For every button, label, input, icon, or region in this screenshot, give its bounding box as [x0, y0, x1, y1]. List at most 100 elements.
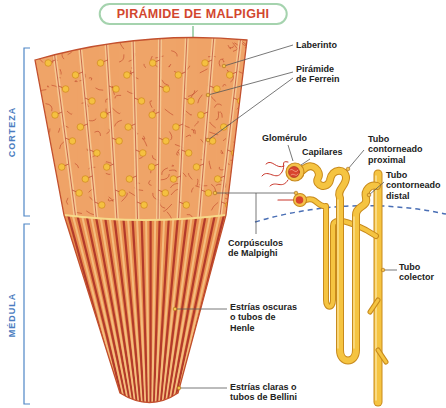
- malpighi-corpuscle: [231, 150, 238, 157]
- capillary-squiggle: [219, 112, 222, 118]
- cortex-medulla-boundary: [255, 206, 446, 222]
- capillary-squiggle: [231, 189, 235, 192]
- ferrein-ray-line: [158, 35, 160, 220]
- dark-stria: [150, 212, 152, 408]
- capillary-squiggle: [115, 120, 122, 126]
- malpighi-corpuscle: [173, 124, 180, 131]
- capillary-squiggle: [72, 42, 78, 44]
- capillary-squiggle: [68, 52, 72, 55]
- ferrein-ray-line: [179, 35, 188, 220]
- capillary-squiggle: [31, 199, 35, 204]
- malpighi-corpuscle: [141, 202, 148, 209]
- capillary-squiggle: [66, 198, 68, 205]
- malpighi-corpuscle: [62, 86, 69, 93]
- malpighi-corpuscle: [149, 112, 156, 119]
- capillary-squiggle: [48, 86, 49, 88]
- medulla-stripes: [58, 212, 234, 408]
- dark-stria: [180, 212, 234, 408]
- capillary-squiggle: [119, 54, 124, 62]
- capillary-squiggle: [152, 155, 156, 160]
- leader-line: [383, 270, 397, 271]
- bowman-capsule: [286, 163, 304, 181]
- malpighi-corpuscle: [138, 98, 145, 105]
- malpighi-corpuscle: [214, 176, 221, 183]
- leader-line: [208, 78, 293, 140]
- capillary-squiggle: [66, 45, 68, 47]
- capillary-squiggle: [106, 173, 111, 174]
- capillary-squiggle: [240, 137, 242, 142]
- malpighi-corpuscle: [188, 98, 195, 105]
- capillary-network: [262, 162, 288, 186]
- capillary-squiggle: [183, 173, 187, 177]
- capillary-squiggle: [233, 157, 239, 164]
- capillary-squiggle: [223, 84, 226, 86]
- malpighi-corpuscle: [94, 150, 101, 157]
- leader-line: [288, 145, 293, 161]
- capillary-squiggle: [242, 41, 249, 45]
- capillary-squiggle: [169, 64, 171, 67]
- malpighi-corpuscle: [162, 190, 169, 197]
- cortex-fill: [35, 38, 247, 221]
- capillary-squiggle: [171, 189, 179, 195]
- capillary-squiggle: [210, 122, 216, 128]
- capillary-squiggle: [29, 138, 38, 140]
- capillary-squiggle: [46, 176, 50, 181]
- malpighi-corpuscle: [72, 72, 79, 79]
- leader-lines: [175, 45, 397, 388]
- capillary-squiggle: [194, 121, 198, 126]
- part-label: Glomérulo: [262, 133, 307, 143]
- capillary-squiggle: [75, 163, 79, 168]
- malpighi-corpuscle: [124, 72, 131, 79]
- capillary-squiggle: [46, 104, 53, 112]
- capillary-squiggle: [245, 93, 249, 101]
- part-label: Pirámide de Ferrein: [296, 64, 343, 85]
- capillary-squiggle: [225, 193, 234, 201]
- leader-line: [208, 72, 293, 95]
- capillary-squiggle: [150, 101, 152, 108]
- capillary-squiggle: [234, 162, 238, 165]
- leader-line: [369, 182, 384, 195]
- ferrein-ray: [106, 35, 117, 220]
- ferrein-ray: [133, 35, 138, 220]
- malpighi-corpuscle: [183, 202, 190, 209]
- malpighi-corpuscle: [82, 176, 89, 183]
- malpighi-corpuscle: [89, 98, 96, 105]
- capillary-squiggle: [233, 43, 238, 49]
- malpighi-corpuscle: [125, 124, 132, 131]
- malpighi-corpuscle: [193, 164, 200, 171]
- capillary-squiggle: [35, 180, 42, 188]
- capillary-squiggle: [230, 160, 236, 162]
- malpighi-corpuscle: [116, 138, 123, 145]
- capillary-squiggle: [214, 104, 221, 108]
- nephron: [262, 162, 386, 402]
- region-label: MÉDULA: [7, 293, 17, 338]
- main-nephron-tube: [303, 166, 377, 360]
- ferrein-ray-line: [52, 35, 76, 220]
- ferrein-ray: [158, 35, 160, 220]
- malpighi-corpuscle: [140, 150, 147, 157]
- malpighi-corpuscle: [97, 60, 104, 67]
- malpighi-corpuscle: [77, 124, 84, 131]
- capillary-squiggle: [149, 180, 152, 185]
- capillary-squiggle: [67, 111, 72, 114]
- capillary-squiggle: [51, 177, 57, 185]
- leader-dots: [173, 64, 385, 390]
- capillary-squiggle: [75, 80, 78, 81]
- cortex-texture: [29, 31, 249, 220]
- capillary-squiggle: [120, 42, 124, 49]
- capillary-squiggle: [223, 138, 226, 140]
- capillary-squiggle: [216, 184, 221, 185]
- dark-stria: [174, 212, 216, 408]
- capillary-squiggle: [112, 108, 120, 113]
- capillary-squiggle: [177, 149, 180, 155]
- ferrein-ray-line: [199, 35, 214, 220]
- capillary-squiggle: [163, 204, 172, 211]
- capillary-squiggle: [211, 202, 218, 210]
- capillary-squiggle: [186, 111, 192, 115]
- capillary-squiggle: [216, 111, 219, 120]
- medulla-bracket: [24, 224, 30, 404]
- ferrein-ray-line: [220, 35, 242, 220]
- glomerulus-tuft: [289, 167, 300, 178]
- leader-line: [179, 388, 227, 389]
